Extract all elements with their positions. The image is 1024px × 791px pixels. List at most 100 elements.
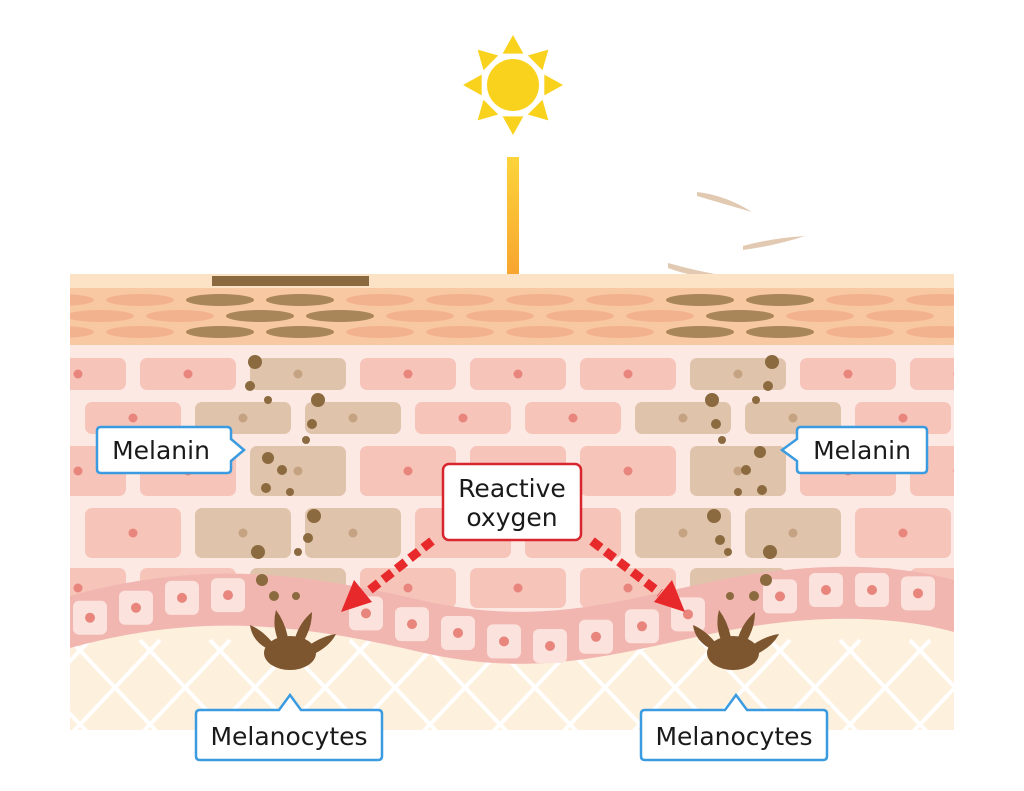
melanin-granule [264, 396, 272, 404]
melanin-granule [741, 465, 751, 475]
cell-nucleus [458, 413, 468, 423]
melanin-granule [307, 419, 317, 429]
dermis-fiber [980, 640, 1024, 735]
melanin-granule [302, 436, 310, 444]
dermis-fiber [141, 638, 232, 730]
corneum-cell [506, 326, 574, 338]
cell-nucleus [623, 466, 633, 476]
keratinocyte-cell [910, 358, 954, 390]
melanin-granule [763, 381, 773, 391]
sun-ray [527, 99, 549, 121]
cell-nucleus [403, 583, 413, 593]
sun-ray [544, 74, 563, 96]
reactive-oxygen-label: Reactive oxygen [441, 462, 583, 542]
melanin-granule [757, 485, 767, 495]
sun-ray [477, 99, 499, 121]
corneum-cell [70, 294, 94, 306]
stratum-corneum-layer [70, 274, 954, 348]
corneum-cell [746, 294, 814, 306]
cell-nucleus [953, 585, 954, 591]
corneum-cell [306, 310, 374, 322]
melanin-granule [763, 545, 777, 559]
melanocyte-right-icon [693, 610, 779, 670]
corneum-cell [226, 310, 294, 322]
corneum-cell [346, 294, 414, 306]
corneum-cell [426, 294, 494, 306]
melanin-granule [311, 393, 325, 407]
cell-nucleus [788, 413, 798, 423]
corneum-cell [826, 294, 894, 306]
sun-icon [463, 35, 563, 135]
cell-nucleus [73, 583, 83, 593]
basal-cell-nucleus [131, 602, 141, 613]
cell-nucleus [513, 583, 523, 593]
reactive-oxygen-text-line1: Reactive [458, 474, 566, 503]
melanin-granule [248, 355, 262, 369]
corneum-cell [626, 310, 694, 322]
cell-nucleus [623, 583, 633, 593]
cell-nucleus [73, 369, 83, 379]
melanocytes-callout-right: Melanocytes [639, 692, 829, 762]
dermis-fiber [70, 638, 92, 665]
melanin-granule [245, 381, 255, 391]
melanin-granule [292, 592, 300, 600]
corneum-cell [70, 310, 134, 322]
cell-nucleus [843, 369, 853, 379]
basal-cell-nucleus [177, 592, 187, 603]
melanin-granule [286, 488, 294, 496]
cell-nucleus [953, 468, 954, 474]
cell-nucleus [678, 528, 688, 538]
melanin-granule [726, 592, 734, 600]
melanin-callout-right: Melanin [779, 425, 929, 475]
dermis-fiber [70, 710, 89, 730]
basal-cell-nucleus [591, 631, 601, 642]
cell-nucleus [1009, 529, 1018, 538]
cell-nucleus [513, 369, 523, 379]
cell-nucleus [623, 369, 633, 379]
corneum-cell [546, 310, 614, 322]
cell-nucleus [403, 466, 413, 476]
melanin-granule [765, 355, 779, 369]
cell-nucleus [238, 528, 248, 538]
melanin-granule [718, 436, 726, 444]
melanin-granule [749, 591, 759, 601]
basal-cell-nucleus [545, 641, 555, 651]
melanocyte-left-icon [250, 610, 336, 670]
cell-nucleus [733, 369, 743, 379]
corneum-cell [186, 326, 254, 338]
corneum-cell [906, 294, 954, 306]
melanocytes-label-right: Melanocytes [655, 722, 812, 751]
sun-ray [527, 49, 549, 71]
reactive-oxygen-arrow-right [589, 537, 685, 612]
basal-cell-nucleus [453, 627, 463, 638]
melanin-granule [251, 545, 265, 559]
basal-cell-nucleus [913, 588, 923, 599]
cell-nucleus [403, 369, 413, 379]
corneum-cell [266, 326, 334, 338]
cell-nucleus [293, 466, 303, 476]
corneum-cell [106, 326, 174, 338]
keratinocyte-cell [965, 402, 1024, 434]
melanin-label-right: Melanin [813, 436, 911, 465]
cell-nucleus [238, 413, 248, 423]
melanin-granule [724, 548, 732, 556]
melanin-granule [711, 419, 721, 429]
basal-cell-nucleus [867, 585, 877, 595]
melanin-granule [707, 509, 721, 523]
cell-nucleus [568, 413, 578, 423]
cell-nucleus [183, 369, 193, 379]
melanin-granule [277, 465, 287, 475]
cell-nucleus [898, 528, 908, 538]
cell-nucleus [733, 466, 743, 476]
corneum-cell [706, 310, 774, 322]
sun-ray [502, 116, 524, 135]
corneum-cell [506, 294, 574, 306]
melanin-granule [303, 533, 313, 543]
corneum-cell [186, 294, 254, 306]
melanin-granule [256, 574, 268, 586]
basal-cell-nucleus [361, 608, 371, 619]
melanin-granule [307, 509, 321, 523]
corneum-cell [346, 326, 414, 338]
basal-cell-nucleus [637, 621, 647, 632]
